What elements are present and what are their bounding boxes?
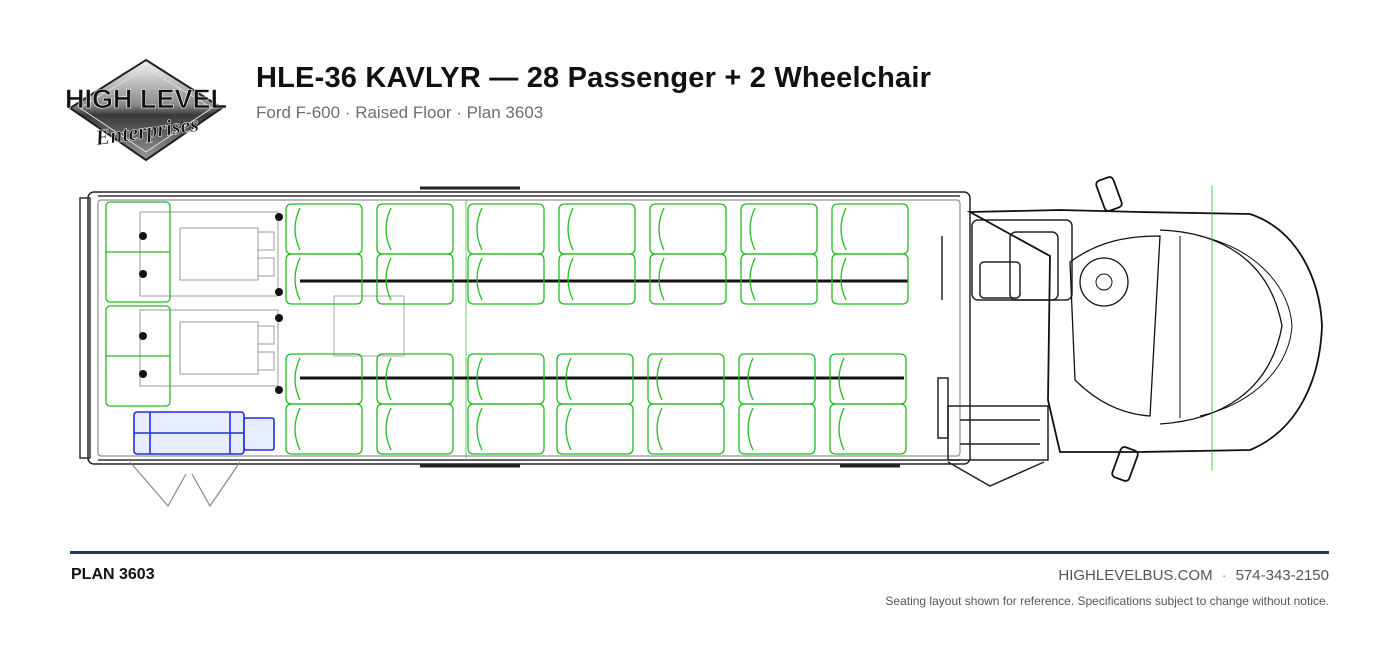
passenger-seat <box>649 203 727 255</box>
phone-number: 574-343-2150 <box>1235 567 1329 584</box>
floor-access-panel <box>333 295 405 357</box>
passenger-seat <box>558 253 636 305</box>
passenger-seat <box>285 253 363 305</box>
passenger-seat <box>376 253 454 305</box>
logo-text-high-level: HIGH LEVEL <box>66 84 226 114</box>
footer-divider <box>70 551 1329 554</box>
passenger-seat <box>831 253 909 305</box>
plan-number-label: PLAN 3603 <box>71 566 155 583</box>
passenger-seat <box>556 403 634 455</box>
entry-door-steps <box>937 377 1049 487</box>
contact-info: HIGHLEVELBUS.COM · 574-343-2150 <box>1058 567 1329 584</box>
bus-floor-plan <box>79 176 1323 508</box>
high-level-enterprises-logo: HIGH LEVEL Enterprises <box>66 58 226 162</box>
wheelchair-position-2 <box>139 309 279 387</box>
wheelchair-anchors <box>139 213 283 394</box>
passenger-seat <box>740 203 818 255</box>
wheelchair-position-1 <box>139 211 279 297</box>
page-title: HLE-36 KAVLYR — 28 Passenger + 2 Wheelch… <box>256 62 932 94</box>
page-subtitle: Ford F-600 · Raised Floor · Plan 3603 <box>256 103 544 122</box>
passenger-seats <box>285 203 909 455</box>
passenger-seat <box>376 403 454 455</box>
wheelchair-lift <box>133 411 275 455</box>
vehicle-cab <box>966 176 1323 482</box>
passenger-seat <box>467 203 545 255</box>
rear-door-swing <box>129 461 241 508</box>
passenger-seat <box>285 403 363 455</box>
passenger-seat <box>285 203 363 255</box>
driver-area <box>941 219 1073 301</box>
bus-body-shell <box>79 186 971 468</box>
passenger-seat <box>467 253 545 305</box>
passenger-seat <box>649 253 727 305</box>
passenger-seat <box>831 203 909 255</box>
passenger-seat <box>558 203 636 255</box>
seat-rails <box>300 279 908 380</box>
passenger-seat <box>829 403 907 455</box>
logo-diamond-shape <box>68 58 224 162</box>
passenger-seat <box>740 253 818 305</box>
rear-flip-seats <box>105 201 171 407</box>
contact-separator: · <box>1221 567 1227 584</box>
passenger-seat <box>467 403 545 455</box>
passenger-seat <box>376 203 454 255</box>
passenger-seat <box>738 403 816 455</box>
website-link[interactable]: HIGHLEVELBUS.COM <box>1058 567 1213 584</box>
passenger-seat <box>647 403 725 455</box>
disclaimer-text: Seating layout shown for reference. Spec… <box>885 594 1329 608</box>
